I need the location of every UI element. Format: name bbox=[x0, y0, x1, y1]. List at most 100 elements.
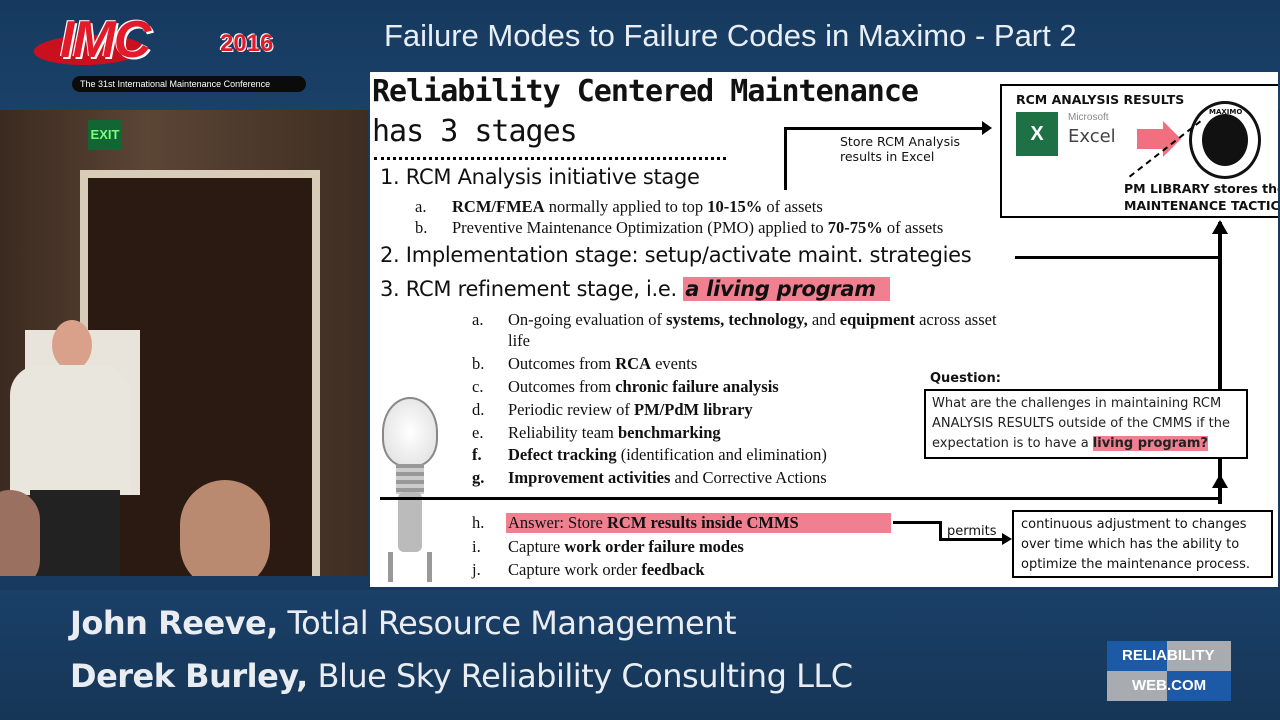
stage-2: 2. Implementation stage: setup/activate … bbox=[380, 243, 972, 267]
list-item-text: and Corrective Actions bbox=[670, 468, 827, 487]
stage-3-text: 3. RCM refinement stage, bbox=[380, 277, 647, 301]
speaker-video: EXIT bbox=[0, 110, 368, 576]
list-item-label: f. bbox=[472, 445, 482, 464]
result-box: continuous adjustment to changes over ti… bbox=[1012, 510, 1273, 578]
list-item-text: PM/PdM library bbox=[634, 400, 753, 419]
list-item-text: normally applied to top bbox=[544, 197, 708, 216]
list-item-label: b. bbox=[472, 354, 485, 373]
list-item-label: j. bbox=[472, 560, 481, 579]
speaker-1-org: Totlal Resource Management bbox=[277, 604, 737, 642]
logo-part: WEB bbox=[1107, 671, 1167, 701]
connector bbox=[939, 538, 1005, 541]
imc-logo: IMC bbox=[60, 11, 151, 69]
list-item-text: across asset bbox=[914, 310, 997, 329]
list-item: Periodic review of PM/PdM library bbox=[508, 400, 753, 420]
lower-third: John Reeve, Totlal Resource Management D… bbox=[0, 590, 1280, 720]
list-item-text: 10-15% bbox=[707, 197, 763, 216]
stage-3: 3. RCM refinement stage, i.e. a living p… bbox=[380, 277, 890, 301]
list-item-text: equipment bbox=[839, 310, 915, 329]
list-item-text: work order failure modes bbox=[564, 537, 744, 556]
exit-sign: EXIT bbox=[88, 120, 122, 150]
speaker-1: John Reeve, Totlal Resource Management bbox=[70, 604, 737, 642]
rcm-results-box: RCM ANALYSIS RESULTS X Microsoft Excel M… bbox=[1000, 84, 1278, 218]
connector bbox=[784, 127, 787, 190]
list-item-text: Capture work order bbox=[508, 560, 642, 579]
connector bbox=[380, 497, 1220, 500]
arrow-head-icon bbox=[982, 121, 992, 135]
list-item-text: life bbox=[508, 331, 530, 350]
list-item-text: RCM results inside CMMS bbox=[606, 513, 799, 532]
rcm-results-title: RCM ANALYSIS RESULTS bbox=[1016, 92, 1185, 107]
stage-3-ie: i.e. bbox=[646, 277, 684, 301]
list-item-label: a. bbox=[472, 310, 484, 329]
excel-brand: Microsoft bbox=[1068, 112, 1109, 123]
list-item-text: Improvement activities bbox=[508, 468, 671, 487]
speaker-2-name: Derek Burley, bbox=[70, 657, 308, 695]
slide-heading: Reliability Centered Maintenance bbox=[372, 74, 919, 109]
list-item: Defect tracking (identification and elim… bbox=[508, 445, 827, 465]
list-item-text: Periodic review of bbox=[508, 400, 634, 419]
list-item-text: chronic failure analysis bbox=[615, 377, 779, 396]
arrow-right-head bbox=[1163, 121, 1181, 157]
figure-legs bbox=[388, 552, 432, 582]
maximo-label: MAXIMO bbox=[1209, 108, 1243, 116]
speaker-1-name: John Reeve, bbox=[70, 604, 278, 642]
arrow-head-icon bbox=[1212, 220, 1228, 234]
connector bbox=[1015, 256, 1220, 259]
list-item-label: h. bbox=[472, 513, 485, 532]
living-program-highlight: a living program bbox=[683, 277, 890, 301]
list-item-text: feedback bbox=[641, 560, 705, 579]
maximo-robot-icon bbox=[1189, 101, 1261, 179]
list-item: life bbox=[508, 331, 530, 351]
list-item: Answer: Store RCM results inside CMMS bbox=[506, 513, 891, 533]
list-item-text: Reliability team bbox=[508, 423, 618, 442]
arrow-head-icon bbox=[1212, 474, 1228, 488]
arrow-right-icon bbox=[1137, 129, 1163, 149]
list-item-label: i. bbox=[472, 537, 481, 556]
stage-1: 1. RCM Analysis initiative stage bbox=[380, 165, 700, 189]
list-item-text: RCM/FMEA bbox=[452, 197, 545, 216]
list-item: Capture work order failure modes bbox=[508, 537, 744, 557]
list-item-text: Capture bbox=[508, 537, 565, 556]
bulb-base bbox=[396, 464, 424, 494]
list-item-label: e. bbox=[472, 423, 484, 442]
list-item-text: Defect tracking bbox=[508, 445, 617, 464]
connector bbox=[939, 521, 942, 541]
list-item-text: and bbox=[807, 310, 840, 329]
logo-tagline: The 31st International Maintenance Confe… bbox=[72, 76, 306, 92]
list-item: Outcomes from RCA events bbox=[508, 354, 697, 374]
caption-line: PM LIBRARY stores the bbox=[1124, 181, 1278, 196]
logo-part: RELIA bbox=[1107, 641, 1167, 671]
list-item-text: of assets bbox=[882, 218, 944, 237]
arrow-head-icon bbox=[1002, 533, 1012, 545]
audience-head bbox=[0, 490, 40, 576]
list-item: Preventive Maintenance Optimization (PMO… bbox=[452, 218, 943, 238]
list-item: On-going evaluation of systems, technolo… bbox=[508, 310, 997, 330]
logo-year: 2016 bbox=[220, 30, 274, 57]
speaker-2-org: Blue Sky Reliability Consulting LLC bbox=[307, 657, 854, 695]
connector bbox=[893, 521, 941, 524]
divider bbox=[374, 157, 726, 160]
list-item-label: g. bbox=[472, 468, 485, 487]
list-item-text: RCA bbox=[615, 354, 651, 373]
speaker-legs bbox=[30, 490, 120, 576]
list-item-text: 70-75% bbox=[827, 218, 883, 237]
slide: Reliability Centered Maintenance has 3 s… bbox=[370, 72, 1278, 587]
list-item-label: c. bbox=[472, 377, 484, 396]
question-box: What are the challenges in maintaining R… bbox=[924, 389, 1248, 459]
list-item-label: b. bbox=[415, 218, 428, 237]
slide-subheading: has 3 stages bbox=[372, 114, 578, 149]
list-item-text: events bbox=[650, 354, 698, 373]
lightbulb-icon bbox=[382, 397, 438, 467]
question-highlight: living program? bbox=[1092, 436, 1208, 451]
logo-part: .COM bbox=[1167, 671, 1231, 701]
caption-line: MAINTENANCE TACTICS bbox=[1124, 198, 1278, 213]
list-item: Reliability team benchmarking bbox=[508, 423, 721, 443]
list-item-text: of assets bbox=[762, 197, 823, 216]
list-item-text: (identification and elimination) bbox=[616, 445, 827, 464]
speaker-2: Derek Burley, Blue Sky Reliability Consu… bbox=[70, 657, 853, 695]
list-item: RCM/FMEA normally applied to top 10-15% … bbox=[452, 197, 823, 217]
excel-name: Excel bbox=[1068, 126, 1116, 147]
list-item-text: Outcomes from bbox=[508, 354, 616, 373]
list-item-label: a. bbox=[415, 197, 427, 216]
